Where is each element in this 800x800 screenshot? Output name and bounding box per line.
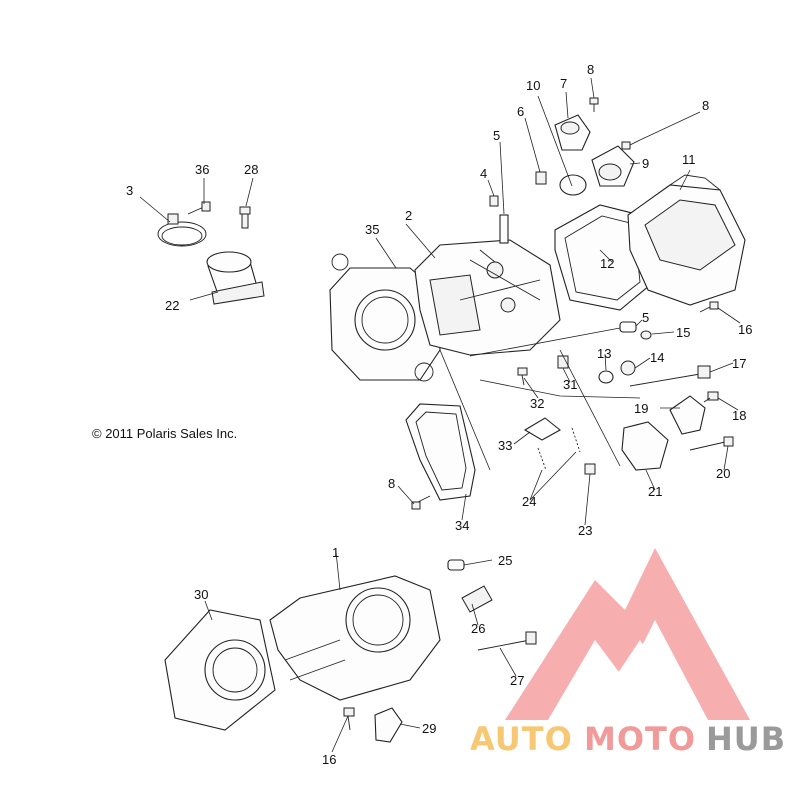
watermark-hub: HUB	[706, 720, 786, 758]
cylinder-head-part-2	[414, 239, 561, 356]
valve-cover-part-11	[627, 174, 746, 306]
watermark-moto: MOTO	[584, 720, 696, 758]
watermark-text: AUTO MOTO HUB	[470, 720, 786, 758]
callout-8-top: 8	[587, 62, 594, 77]
springs-part-24	[537, 427, 581, 471]
callout-31: 31	[563, 377, 577, 392]
boot-part-22	[206, 251, 265, 305]
callout-24: 24	[522, 494, 536, 509]
callout-16-lower: 16	[322, 752, 336, 767]
callout-11: 11	[682, 152, 696, 167]
callout-5-right: 5	[642, 310, 649, 325]
callout-22: 22	[165, 298, 179, 313]
callout-9: 9	[642, 156, 649, 171]
callout-2: 2	[405, 208, 412, 223]
cylinder-gasket-part-30	[164, 609, 276, 731]
gasket-part-33	[523, 417, 561, 441]
callout-6: 6	[517, 104, 524, 119]
thermostat-housing-part-7	[554, 114, 591, 151]
bracket-part-19	[669, 395, 706, 435]
clamp-part-3	[157, 213, 207, 247]
plug-part-5-top	[499, 214, 509, 244]
bolt-part-16-lower	[343, 707, 355, 731]
bolt-part-32	[517, 367, 528, 386]
dowel-part-6	[535, 171, 547, 185]
callout-28: 28	[244, 162, 258, 177]
plug-part-15	[640, 330, 652, 340]
callout-36: 36	[195, 162, 209, 177]
plug-part-26	[461, 585, 493, 613]
callout-27: 27	[510, 673, 524, 688]
callout-labels: 1 2 3 4 5 5 6 7 8 8 8 9 10 11 12 13 14 1…	[126, 62, 752, 767]
callout-3: 3	[126, 183, 133, 198]
seal-part-10	[559, 174, 587, 196]
bracket-part-21	[621, 421, 669, 471]
callout-13: 13	[597, 346, 611, 361]
callout-17: 17	[732, 356, 746, 371]
bolt-part-17	[629, 365, 711, 387]
callout-4: 4	[480, 166, 487, 181]
outlet-part-9	[591, 145, 635, 187]
callout-34: 34	[455, 518, 469, 533]
bolt-part-16-right	[699, 301, 719, 313]
pin-part-4	[489, 195, 499, 207]
callout-8-lower: 8	[388, 476, 395, 491]
callout-5-top: 5	[493, 128, 500, 143]
stud-part-27	[477, 631, 537, 651]
callout-12: 12	[600, 256, 614, 271]
callout-33: 33	[498, 438, 512, 453]
pin-part-23	[584, 463, 596, 475]
bolt-part-28	[239, 206, 251, 229]
callout-16-right: 16	[738, 322, 752, 337]
plug-part-5-right	[619, 321, 637, 333]
callout-26: 26	[471, 621, 485, 636]
bolt-part-18	[703, 391, 719, 403]
callout-35: 35	[365, 222, 379, 237]
callout-32: 32	[530, 396, 544, 411]
bolt-part-20	[689, 436, 734, 451]
callout-8-upper: 8	[702, 98, 709, 113]
valve-cover-gasket-part-12	[554, 204, 651, 311]
callout-10: 10	[526, 78, 540, 93]
cylinder-part-1	[269, 575, 441, 701]
callout-7: 7	[560, 76, 567, 91]
callout-21: 21	[648, 484, 662, 499]
callout-19: 19	[634, 401, 648, 416]
washer-part-13	[598, 370, 614, 384]
leader-lines	[139, 77, 741, 753]
callout-20: 20	[716, 466, 730, 481]
bolt-part-8-upper	[621, 139, 641, 150]
cap-part-14	[620, 360, 636, 376]
bolt-part-8-lower	[411, 495, 431, 510]
dowel-part-25	[447, 559, 465, 571]
callout-25: 25	[498, 553, 512, 568]
watermark-auto: AUTO	[470, 720, 573, 758]
callout-1: 1	[332, 545, 339, 560]
callout-18: 18	[732, 408, 746, 423]
callout-29: 29	[422, 721, 436, 736]
callout-30: 30	[194, 587, 208, 602]
head-gasket-part-35	[329, 253, 441, 382]
callout-15: 15	[676, 325, 690, 340]
side-cover-part-34	[405, 403, 476, 501]
callout-23: 23	[578, 523, 592, 538]
fitting-part-29	[374, 707, 403, 743]
watermark-logo	[505, 548, 750, 720]
callout-14: 14	[650, 350, 664, 365]
bolt-part-8-top	[589, 97, 599, 112]
screw-part-36	[187, 201, 211, 215]
copyright-text: © 2011 Polaris Sales Inc.	[92, 426, 237, 441]
